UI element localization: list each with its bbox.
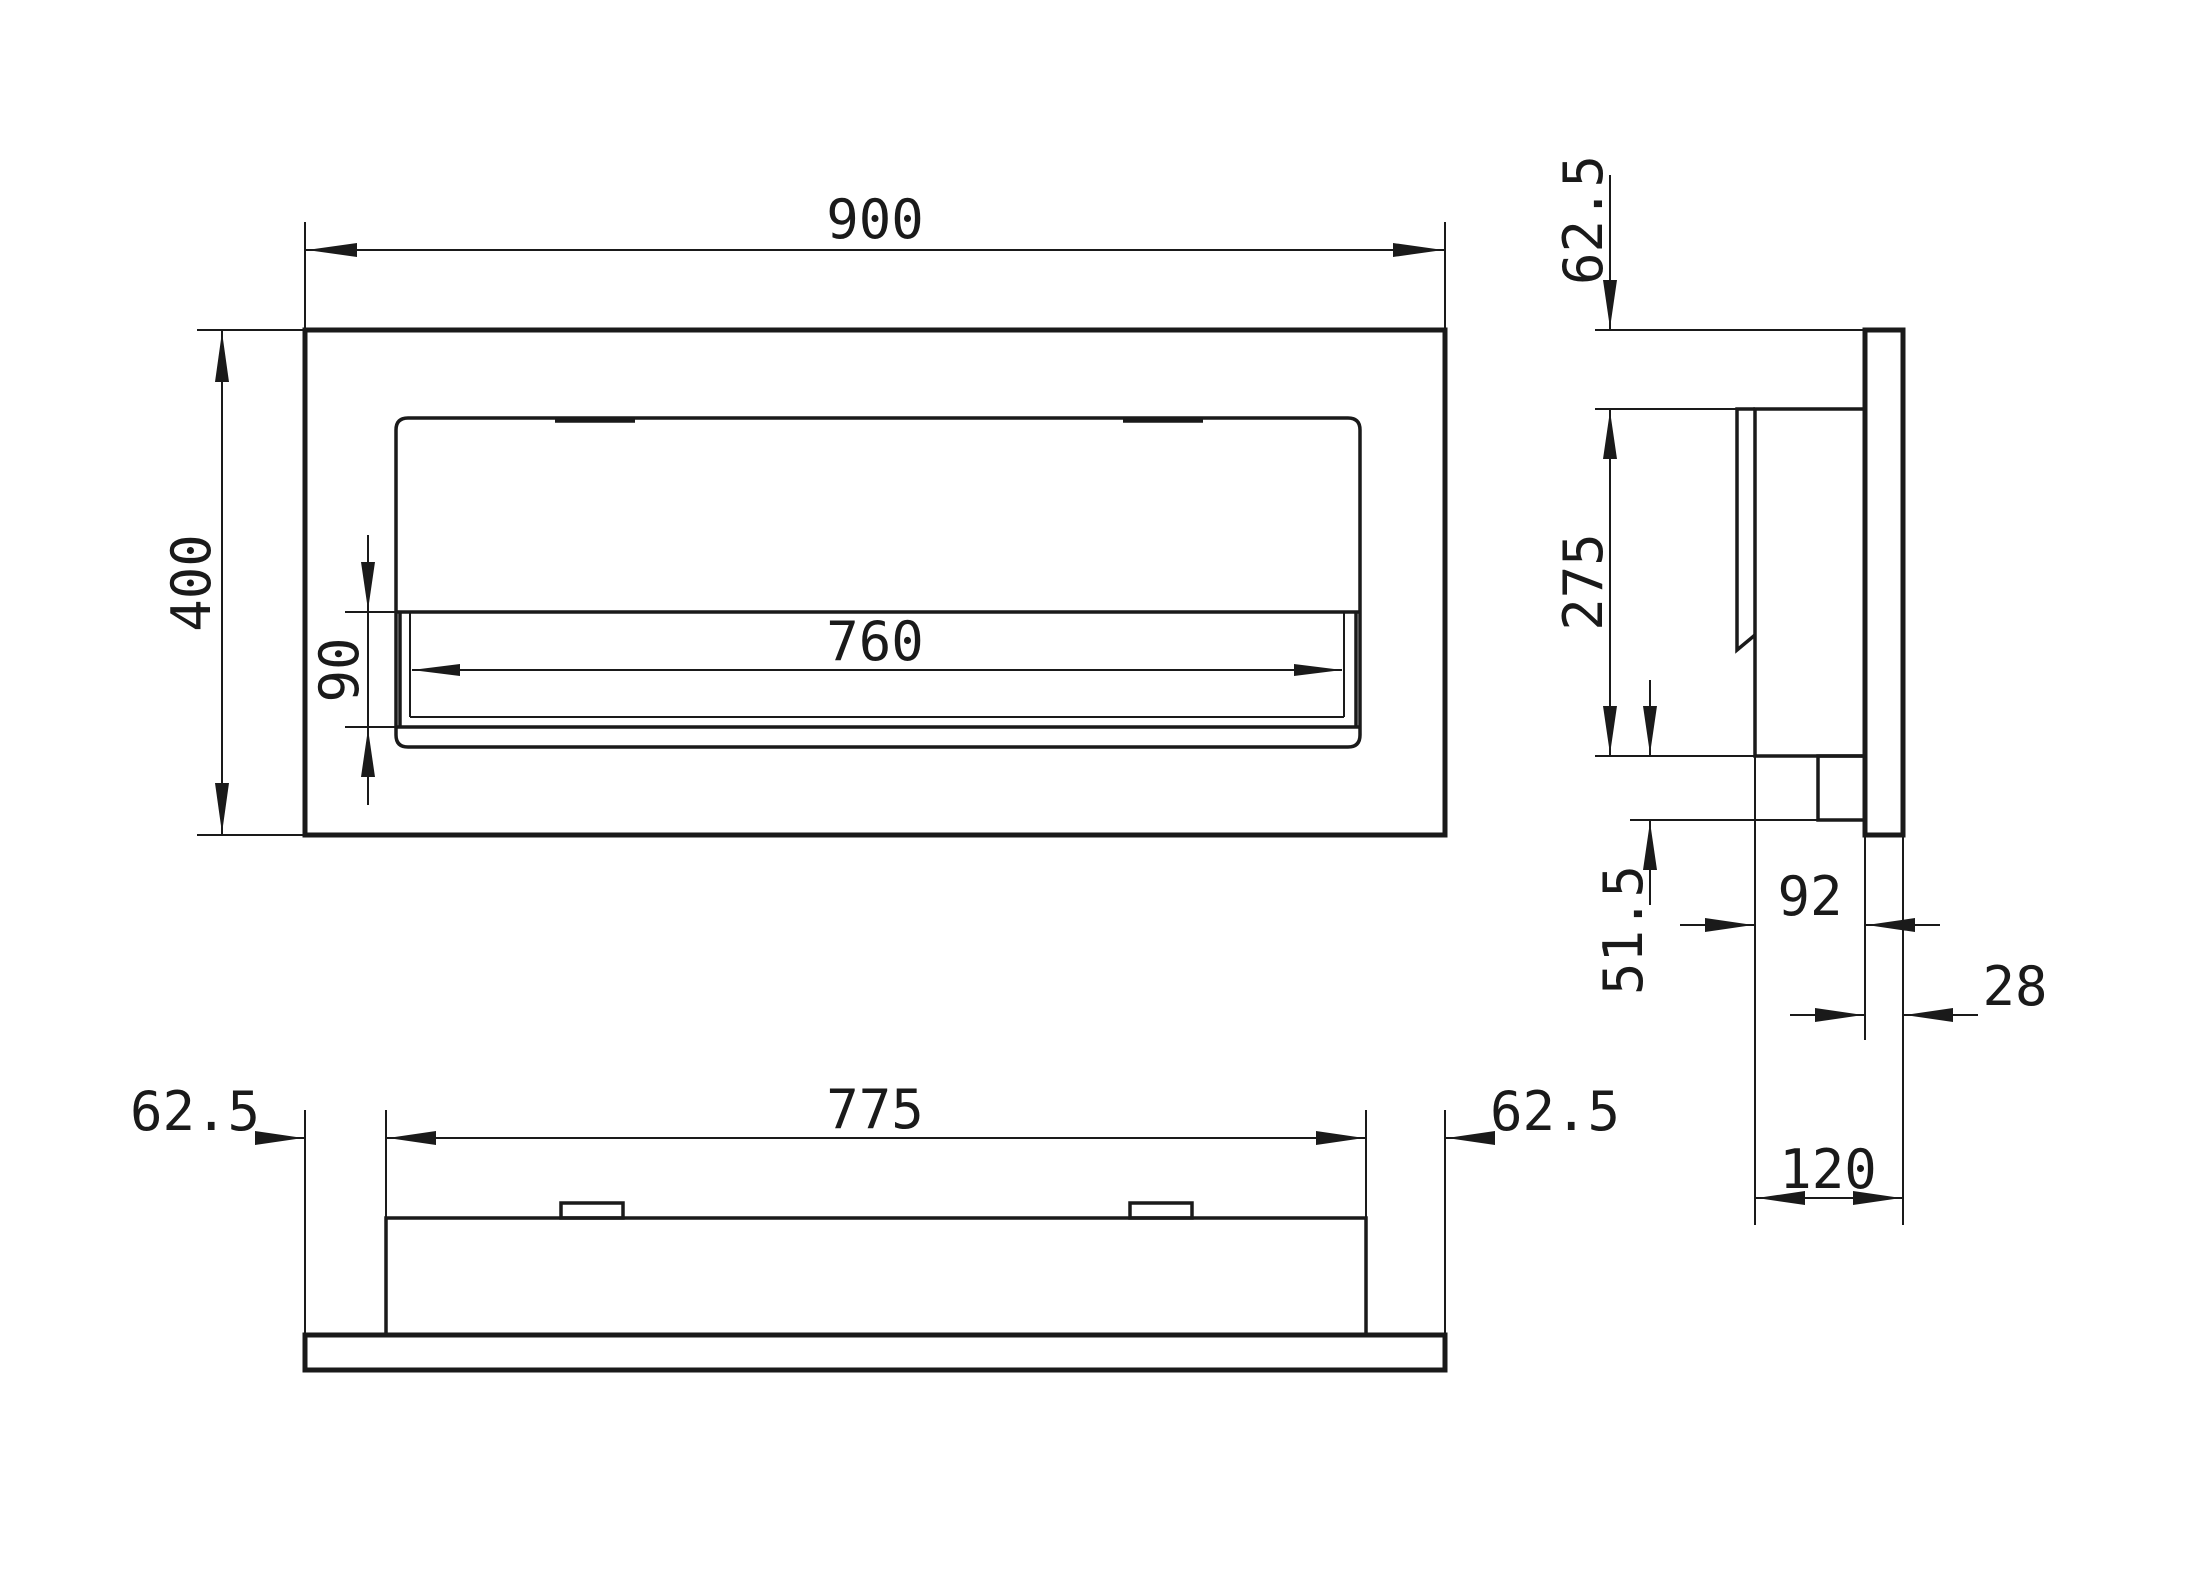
dimension-front-width: 900 bbox=[304, 188, 1446, 330]
arrow-left bbox=[388, 1131, 436, 1145]
dimension-side-bottom-offset: 51.5 bbox=[1592, 680, 1657, 995]
burner-height-label: 90 bbox=[308, 637, 371, 702]
arrow-left bbox=[307, 243, 357, 257]
dimension-burner-height: 90 bbox=[308, 535, 396, 805]
arrow-down bbox=[1603, 280, 1617, 328]
arrow-right bbox=[1294, 664, 1342, 676]
front-outer-frame bbox=[302, 327, 1448, 838]
arrow-down bbox=[1603, 706, 1617, 754]
side-insert-height-label: 275 bbox=[1552, 533, 1615, 631]
arrow-right bbox=[1316, 1131, 1364, 1145]
front-inner-insert bbox=[394, 416, 1362, 749]
top-frame-plate bbox=[302, 1332, 1448, 1373]
arrow-left bbox=[1867, 918, 1915, 932]
arrow-down bbox=[215, 783, 229, 833]
arrow-up bbox=[1643, 822, 1657, 870]
arrow-down bbox=[361, 562, 375, 610]
arrow-left bbox=[412, 664, 460, 676]
top-insert-body bbox=[384, 1216, 1368, 1337]
arrow-left bbox=[1905, 1008, 1953, 1022]
side-insert-depth-label: 92 bbox=[1777, 865, 1842, 928]
side-top-offset-label: 62.5 bbox=[1552, 155, 1615, 285]
dimension-side-insert-depth: 92 bbox=[1680, 865, 1940, 932]
arrow-left bbox=[1447, 1131, 1495, 1145]
arrow-right bbox=[1393, 243, 1443, 257]
top-tab-right bbox=[1128, 1201, 1194, 1220]
top-left-margin-label: 62.5 bbox=[130, 1080, 260, 1143]
side-bottom-offset-label: 51.5 bbox=[1592, 865, 1655, 995]
insert-width-label: 775 bbox=[826, 1078, 924, 1141]
top-right-margin-label: 62.5 bbox=[1490, 1080, 1620, 1143]
side-total-depth-label: 120 bbox=[1779, 1138, 1877, 1201]
side-bottom-block bbox=[1816, 754, 1867, 822]
dimension-burner-width: 760 bbox=[412, 610, 1342, 676]
side-frame-plate bbox=[1862, 327, 1906, 838]
arrow-left bbox=[1757, 1191, 1805, 1205]
arrow-right bbox=[1815, 1008, 1863, 1022]
dimension-top-left-margin: 62.5 bbox=[130, 1080, 305, 1145]
dimension-side-insert-height: 275 bbox=[1552, 409, 1617, 756]
top-tab-left bbox=[559, 1201, 625, 1220]
arrow-up bbox=[215, 332, 229, 382]
dimension-insert-width: 775 bbox=[386, 1078, 1366, 1145]
front-height-label: 400 bbox=[160, 534, 223, 632]
side-lip bbox=[1735, 407, 1757, 654]
top-view bbox=[302, 1110, 1448, 1373]
arrow-right bbox=[1853, 1191, 1901, 1205]
arrow-right bbox=[255, 1131, 303, 1145]
side-view bbox=[1595, 327, 1906, 1225]
arrow-up bbox=[361, 729, 375, 777]
dimension-side-total-depth: 120 bbox=[1755, 1138, 1903, 1205]
burner-width-label: 760 bbox=[826, 610, 924, 673]
dimension-front-height: 400 bbox=[160, 329, 305, 836]
arrow-up bbox=[1603, 411, 1617, 459]
dimension-side-frame-depth: 28 bbox=[1790, 955, 2048, 1022]
dimension-top-right-margin: 62.5 bbox=[1445, 1080, 1620, 1145]
side-insert-body bbox=[1753, 407, 1867, 758]
arrow-down bbox=[1643, 706, 1657, 754]
front-width-label: 900 bbox=[826, 188, 924, 251]
side-frame-depth-label: 28 bbox=[1982, 955, 2047, 1018]
arrow-right bbox=[1705, 918, 1753, 932]
dimension-side-top-offset: 62.5 bbox=[1552, 155, 1617, 330]
front-view bbox=[302, 327, 1448, 838]
